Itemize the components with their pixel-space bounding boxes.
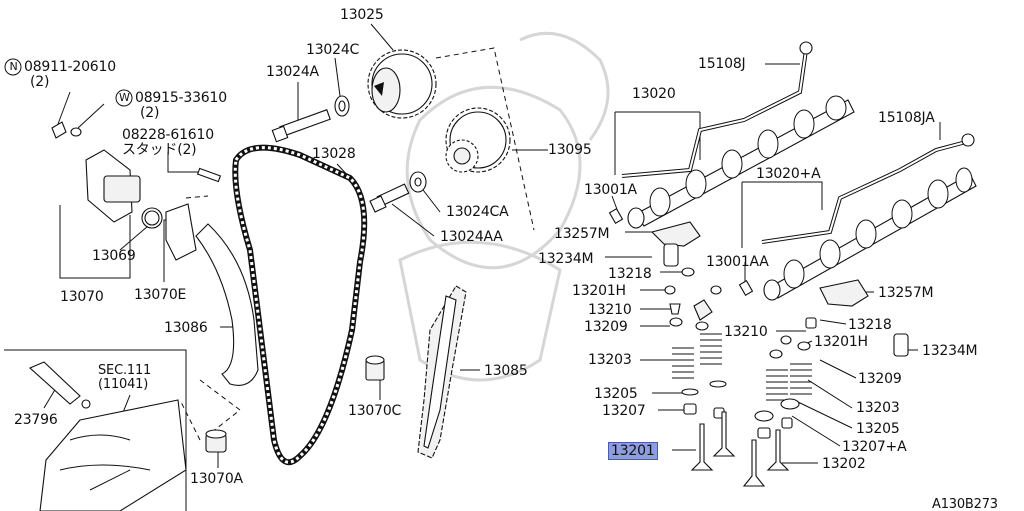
label-13085: 13085 <box>484 363 528 379</box>
label-13209-left: 13209 <box>584 319 628 335</box>
label-13257M-right: 13257M <box>878 285 934 301</box>
label-08228-61610: 08228-61610 <box>122 127 214 143</box>
bolts-washers <box>196 95 427 213</box>
label-13203-left: 13203 <box>588 352 632 368</box>
label-13218-right: 13218 <box>848 317 892 333</box>
chain-guide-13086 <box>195 223 259 386</box>
tensioner-13070 <box>51 121 197 261</box>
watermark <box>398 31 610 382</box>
label-13086: 13086 <box>164 320 208 336</box>
label-stud-qty: スタッド(2) <box>122 142 197 158</box>
label-08915-qty: (2) <box>140 105 160 121</box>
diagram-code: A130B273 <box>932 497 998 511</box>
label-13207: 13207 <box>602 403 646 419</box>
label-sec-sub: (11041) <box>98 377 149 392</box>
label-13257M-left: 13257M <box>554 226 610 242</box>
label-13025: 13025 <box>340 7 384 23</box>
label-13203-right: 13203 <box>856 400 900 416</box>
camshafts <box>627 95 977 301</box>
label-13234M-right: 13234M <box>922 343 978 359</box>
plugs <box>205 355 385 453</box>
label-13020-plus-A: 13020+A <box>756 166 821 182</box>
label-13024C: 13024C <box>306 42 360 58</box>
label-13202: 13202 <box>822 456 866 472</box>
label-13205-left: 13205 <box>594 386 638 402</box>
label-13201-highlighted[interactable]: 13201 <box>608 442 658 460</box>
w-marker: W <box>119 91 130 104</box>
sprocket-13095 <box>445 107 511 173</box>
leader-lines <box>43 23 941 468</box>
label-13070E: 13070E <box>134 287 187 303</box>
label-23796: 23796 <box>14 412 58 428</box>
label-13207-plus-A: 13207+A <box>842 439 907 455</box>
label-13209-right: 13209 <box>858 371 902 387</box>
label-13001A: 13001A <box>584 182 637 198</box>
label-13069: 13069 <box>92 248 136 264</box>
label-13020: 13020 <box>632 86 676 102</box>
oil-pipes <box>621 41 975 244</box>
label-13070C: 13070C <box>348 403 402 419</box>
n-marker: N <box>9 60 18 73</box>
label-08915-33610: 08915-33610 <box>135 90 227 106</box>
label-15108J: 15108J <box>698 56 746 72</box>
label-13205-right: 13205 <box>856 421 900 437</box>
label-13218-left: 13218 <box>608 266 652 282</box>
inset-box <box>4 349 187 511</box>
label-13001AA: 13001AA <box>706 254 769 270</box>
label-13210-left: 13210 <box>588 302 632 318</box>
label-13024CA: 13024CA <box>446 204 509 220</box>
label-13070A: 13070A <box>190 471 243 487</box>
sprocket-13025 <box>367 49 437 119</box>
label-13210-right: 13210 <box>724 324 768 340</box>
label-sec-111: SEC.111 <box>98 363 152 378</box>
label-13201H-right: 13201H <box>814 334 868 350</box>
timing-chain <box>232 144 368 466</box>
label-13234M-left: 13234M <box>538 251 594 267</box>
label-08911-qty: (2) <box>30 74 50 90</box>
chain-guide-13085 <box>417 285 467 459</box>
label-13028: 13028 <box>312 146 356 162</box>
symbol-markers <box>4 58 133 107</box>
label-13070: 13070 <box>60 289 104 305</box>
valve-train-parts <box>608 208 909 487</box>
label-13095: 13095 <box>548 142 592 158</box>
label-08911-20610: 08911-20610 <box>24 59 116 75</box>
label-13024A: 13024A <box>266 64 319 80</box>
label-13024AA: 13024AA <box>440 229 503 245</box>
label-13201H-left: 13201H <box>572 283 626 299</box>
dashed-guides <box>179 47 535 441</box>
label-15108JA: 15108JA <box>878 110 935 126</box>
